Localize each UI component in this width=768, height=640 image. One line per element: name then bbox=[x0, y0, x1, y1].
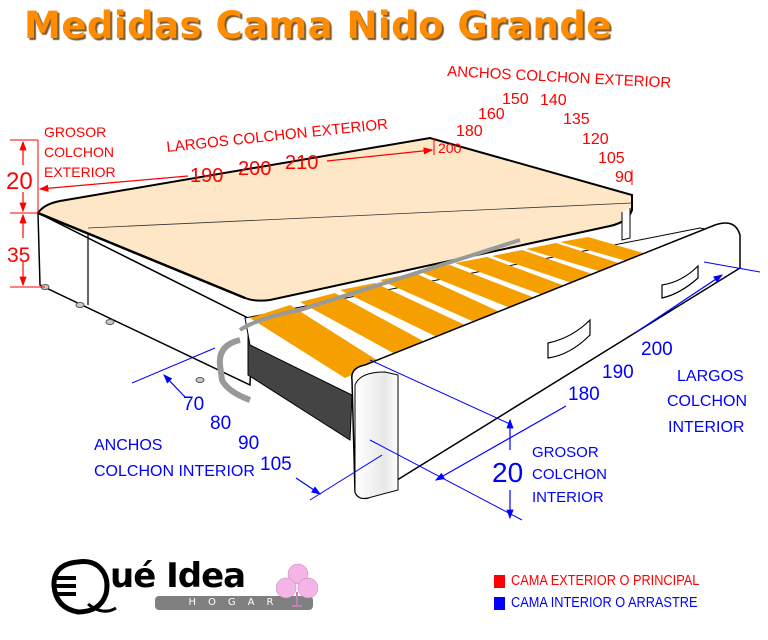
exterior-grosor-label-2: COLCHON bbox=[44, 144, 114, 160]
exterior-largo-210: 210 bbox=[285, 152, 318, 174]
exterior-ancho-135: 135 bbox=[563, 111, 590, 128]
logo-subtitle: HOGAR bbox=[155, 596, 313, 610]
interior-grosor-label-1: GROSOR bbox=[532, 444, 599, 461]
legend-item-interior: CAMA INTERIOR O ARRASTRE bbox=[494, 592, 725, 614]
legend-label-interior: CAMA INTERIOR O ARRASTRE bbox=[511, 595, 698, 611]
interior-largo-190: 190 bbox=[602, 362, 634, 383]
interior-ancho-105: 105 bbox=[260, 454, 292, 475]
interior-largos-label-3: INTERIOR bbox=[668, 419, 744, 436]
legend-swatch-blue bbox=[494, 596, 505, 610]
interior-largos-label-2: COLCHON bbox=[667, 393, 747, 410]
exterior-ancho-140: 140 bbox=[540, 92, 567, 109]
clover-icon bbox=[276, 563, 318, 607]
interior-grosor-label-2: COLCHON bbox=[532, 466, 607, 483]
legend-item-exterior: CAMA EXTERIOR O PRINCIPAL bbox=[494, 570, 725, 592]
exterior-grosor-label-1: GROSOR bbox=[44, 124, 106, 140]
exterior-ancho-150: 150 bbox=[502, 91, 529, 108]
interior-grosor-label-3: INTERIOR bbox=[532, 489, 604, 506]
trundle-bed bbox=[216, 222, 741, 500]
page-title: Medidas Cama Nido Grande bbox=[24, 4, 612, 47]
interior-ancho-70: 70 bbox=[183, 394, 204, 415]
interior-grosor-value: 20 bbox=[492, 457, 523, 488]
exterior-ancho-120: 120 bbox=[582, 131, 609, 148]
exterior-ancho-160: 160 bbox=[478, 106, 505, 123]
interior-dimensions bbox=[131, 261, 761, 521]
logo-name: ué Idea bbox=[110, 556, 246, 596]
exterior-anchos-label: ANCHOS COLCHON EXTERIOR bbox=[447, 63, 672, 92]
interior-ancho-80: 80 bbox=[210, 413, 231, 434]
legend: CAMA EXTERIOR O PRINCIPAL CAMA INTERIOR … bbox=[494, 570, 725, 614]
brand-logo: ué Idea HOGAR bbox=[48, 556, 348, 616]
legend-swatch-red bbox=[494, 574, 505, 588]
exterior-base-height-value: 35 bbox=[7, 244, 30, 267]
logo-q-emblem-icon bbox=[51, 559, 117, 615]
exterior-dimensions bbox=[10, 138, 633, 288]
exterior-ancho-90: 90 bbox=[615, 169, 633, 186]
interior-ancho-90: 90 bbox=[238, 433, 259, 454]
interior-largos-label-1: LARGOS bbox=[677, 368, 744, 385]
interior-anchos-label-1: ANCHOS bbox=[94, 437, 162, 454]
interior-largo-180: 180 bbox=[568, 384, 600, 405]
exterior-ancho-180: 180 bbox=[456, 123, 483, 140]
exterior-largo-200: 200 bbox=[238, 158, 271, 180]
exterior-ancho-200: 200 bbox=[438, 140, 462, 156]
exterior-ancho-105: 105 bbox=[598, 150, 625, 167]
exterior-bed bbox=[36, 136, 633, 387]
exterior-largo-190: 190 bbox=[190, 165, 223, 187]
interior-largo-200: 200 bbox=[641, 339, 673, 360]
interior-anchos-label-2: COLCHON INTERIOR bbox=[94, 463, 255, 480]
exterior-grosor-label-3: EXTERIOR bbox=[44, 164, 116, 180]
exterior-grosor-value: 20 bbox=[6, 168, 33, 195]
legend-label-exterior: CAMA EXTERIOR O PRINCIPAL bbox=[511, 573, 700, 589]
slats bbox=[250, 237, 650, 378]
